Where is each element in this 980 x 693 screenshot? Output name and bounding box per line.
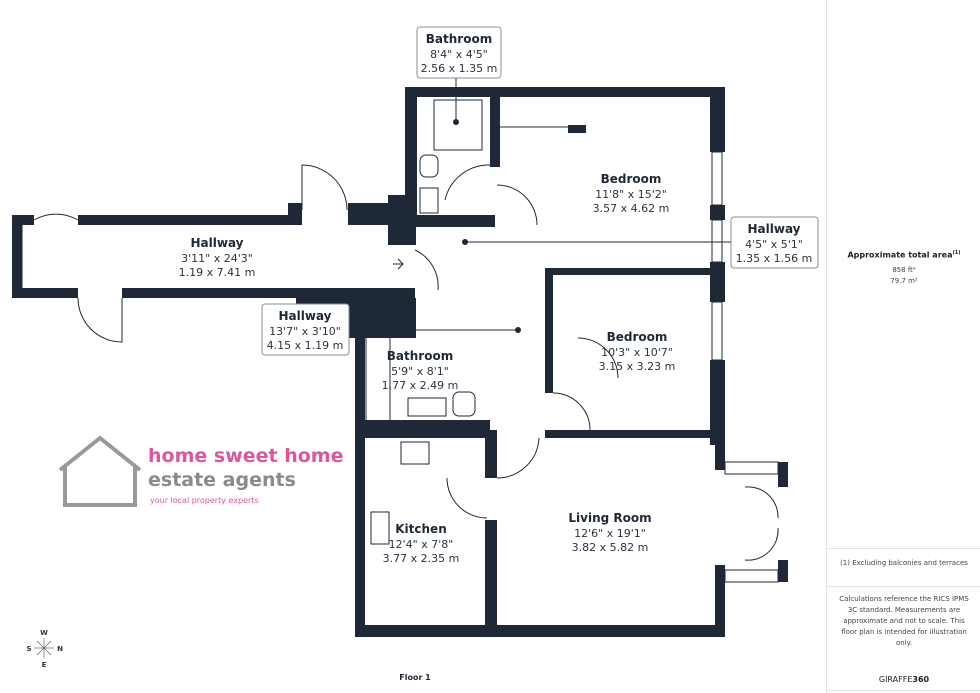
room-imperial: 11'8" x 15'2" [595, 188, 667, 201]
room-hallway-mid: Hallway 13'7" x 3'10" 4.15 x 1.19 m [267, 309, 344, 352]
room-imperial: 5'9" x 8'1" [391, 365, 449, 378]
fixtures [13, 78, 779, 637]
room-metric: 1.19 x 7.41 m [179, 266, 256, 279]
room-bathroom-top: Bathroom 8'4" x 4'5" 2.56 x 1.35 m [421, 32, 498, 75]
room-metric: 3.15 x 3.23 m [599, 360, 676, 373]
room-metric: 1.77 x 2.49 m [382, 379, 459, 392]
room-living: Living Room 12'6" x 19'1" 3.82 x 5.82 m [568, 511, 651, 554]
floor-plan: Bathroom 8'4" x 4'5" 2.56 x 1.35 m Bedro… [12, 26, 819, 682]
room-bedroom-mid: Bedroom 10'3" x 10'7" 3.15 x 3.23 m [599, 330, 676, 373]
room-imperial: 12'6" x 19'1" [574, 527, 646, 540]
walls [12, 87, 788, 637]
compass-left: S [26, 645, 31, 653]
room-name: Bedroom [607, 330, 668, 344]
compass-top: W [40, 629, 48, 637]
divider [827, 586, 980, 587]
area-sqft: 858 ft² [892, 265, 916, 274]
room-bedroom-top: Bedroom 11'8" x 15'2" 3.57 x 4.62 m [593, 172, 670, 215]
room-kitchen: Kitchen 12'4" x 7'8" 3.77 x 2.35 m [383, 522, 460, 565]
divider [827, 548, 980, 549]
compass-right: N [57, 645, 63, 653]
room-hallway-left: Hallway 3'11" x 24'3" 1.19 x 7.41 m [179, 236, 256, 279]
room-name: Bedroom [601, 172, 662, 186]
footnote: (1) Excluding balconies and terraces [840, 559, 968, 567]
room-name: Hallway [190, 236, 243, 250]
brand-b: 360 [912, 675, 930, 684]
house-logo-icon [58, 435, 142, 507]
hallway-right-label-box [730, 216, 819, 269]
watermark: home sweet home estate agents your local… [58, 435, 343, 507]
room-name: Bathroom [426, 32, 492, 46]
bathroom-top-label-box [416, 26, 502, 79]
room-metric: 1.35 x 1.56 m [736, 252, 813, 265]
watermark-line2: estate agents [148, 469, 296, 491]
room-name: Bathroom [387, 349, 453, 363]
area-note-marker: (1) [952, 250, 961, 256]
room-name: Hallway [278, 309, 331, 323]
room-name: Hallway [747, 222, 800, 236]
hallway-mid-label-box [261, 303, 350, 356]
room-imperial: 3'11" x 24'3" [181, 252, 253, 265]
room-imperial: 13'7" x 3'10" [269, 325, 341, 338]
area-block: Approximate total area(1) 858 ft² 79.7 m… [827, 248, 980, 287]
room-metric: 3.77 x 2.35 m [383, 552, 460, 565]
floor-label: Floor 1 [399, 673, 431, 682]
room-metric: 3.57 x 4.62 m [593, 202, 670, 215]
room-name: Kitchen [395, 522, 447, 536]
divider [827, 690, 980, 691]
area-title: Approximate total area [847, 250, 953, 260]
room-metric: 2.56 x 1.35 m [421, 62, 498, 75]
area-sqm: 79.7 m² [890, 276, 918, 285]
room-imperial: 8'4" x 4'5" [430, 48, 488, 61]
brand-a: GIRAFFE [878, 675, 913, 684]
compass-bottom: E [42, 661, 47, 669]
room-metric: 3.82 x 5.82 m [572, 541, 649, 554]
room-metric: 4.15 x 1.19 m [267, 339, 344, 352]
room-bathroom-mid: Bathroom 5'9" x 8'1" 1.77 x 2.49 m [382, 349, 459, 392]
room-hallway-right: Hallway 4'5" x 5'1" 1.35 x 1.56 m [736, 222, 813, 265]
sidebar: Approximate total area(1) 858 ft² 79.7 m… [826, 0, 980, 693]
brand-logo: GIRAFFE360 [827, 674, 980, 685]
room-imperial: 4'5" x 5'1" [745, 238, 803, 251]
disclaimer: Calculations reference the RICS IPMS 3C … [839, 595, 969, 647]
watermark-line3: your local property experts [150, 496, 259, 505]
watermark-line1: home sweet home [148, 445, 343, 467]
compass: W S N E [26, 629, 63, 669]
compass-rose-icon [34, 638, 54, 658]
room-imperial: 12'4" x 7'8" [389, 538, 454, 551]
room-name: Living Room [568, 511, 651, 525]
room-imperial: 10'3" x 10'7" [601, 346, 673, 359]
